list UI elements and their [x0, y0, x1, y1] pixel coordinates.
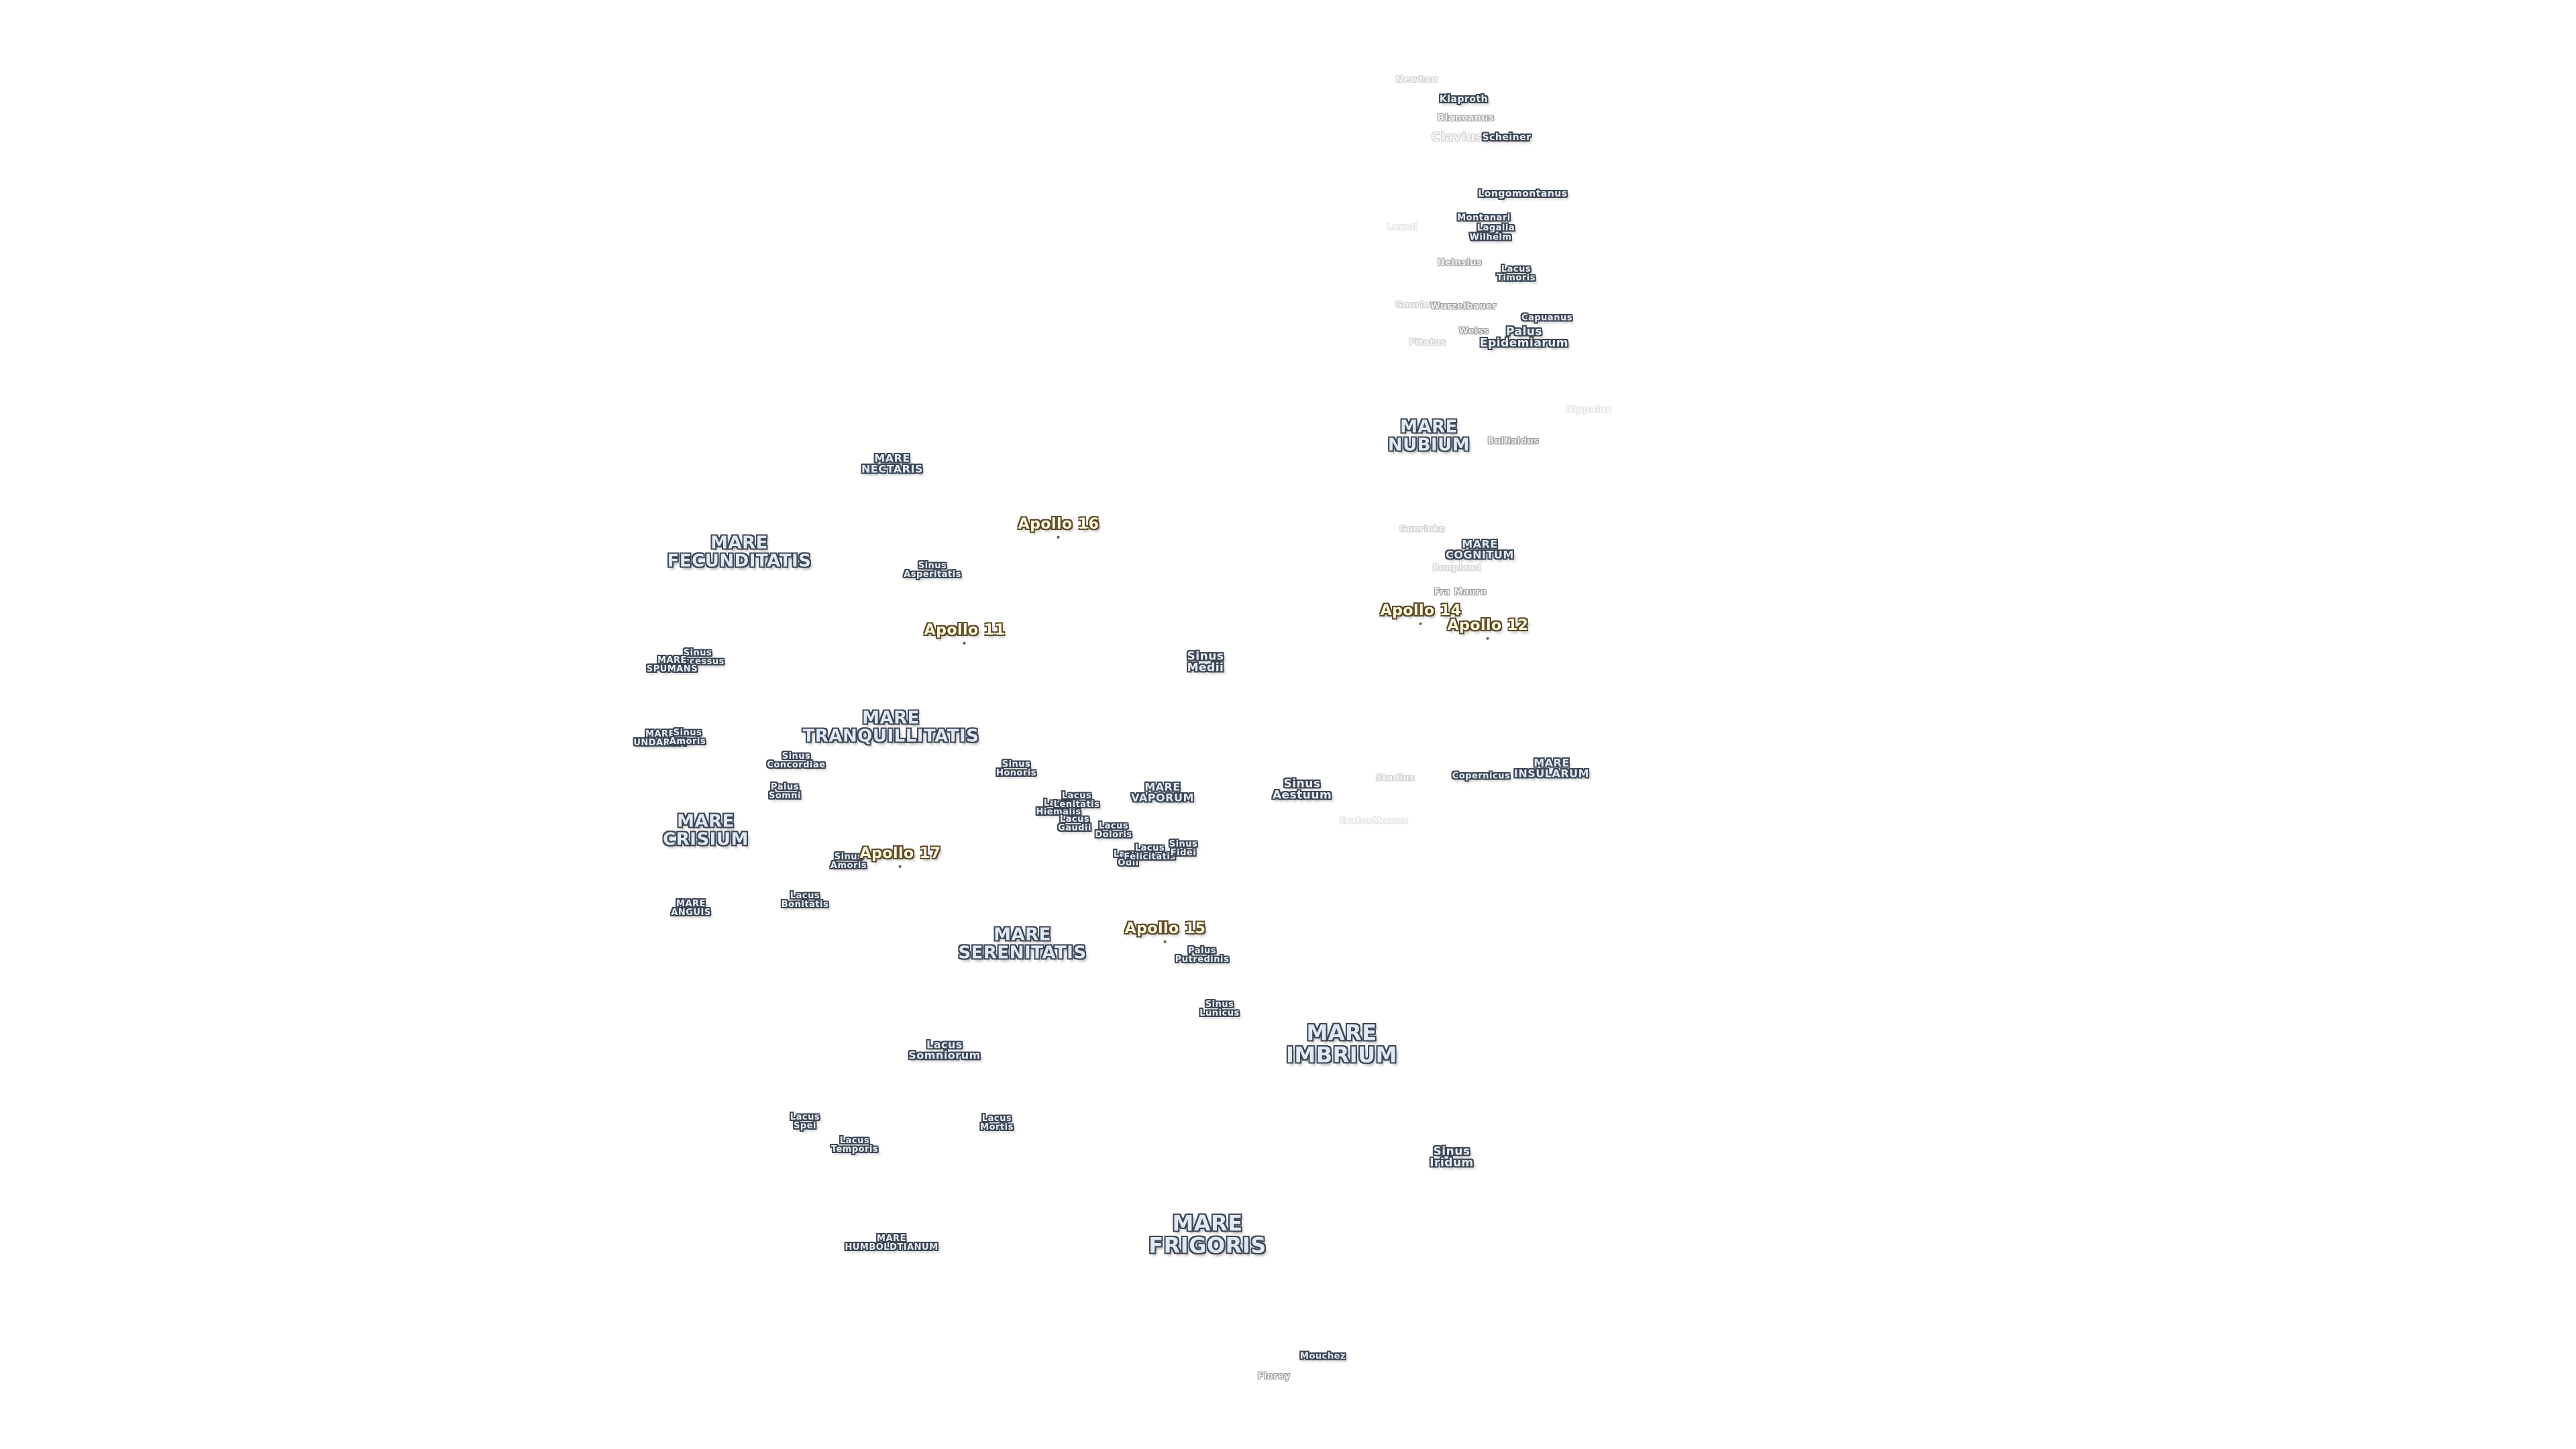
label-lacus-gaudii: Lacus Gaudii: [1058, 814, 1091, 833]
label-mare-anguis: MARE ANGUIS: [671, 898, 711, 918]
label-mare-vaporum: MARE VAPORUM: [1131, 780, 1194, 804]
label-wurzelbauer: Wurzelbauer: [1430, 301, 1497, 312]
label-hippalus: Hippalus: [1565, 405, 1612, 415]
label-sinus-medii: Sinus Medii: [1187, 649, 1224, 675]
label-mare-nectaris: MARE NECTARIS: [861, 451, 923, 476]
label-mare-nubium: MARE NUBIUM: [1387, 417, 1470, 455]
label-mare-fecunditatis: MARE FECUNDITATIS: [667, 533, 812, 571]
label-fra-mauro: Fra Mauro: [1434, 587, 1487, 598]
label-lacus-spei: Lacus Spei: [790, 1112, 820, 1131]
label-guericke: Guericke: [1399, 524, 1446, 535]
label-lacus-bonitatis: Lacus Bonitatis: [781, 890, 829, 910]
label-sinus-concordiae: Sinus Concordiae: [767, 751, 826, 770]
label-mare-serenitatis: MARE SERENITATIS: [958, 924, 1087, 963]
label-sinus-aestuum: Sinus Aestuum: [1272, 777, 1332, 802]
label-sinus-asperitatis: Sinus Asperitatis: [904, 560, 961, 580]
label-apollo-17: Apollo 17: [859, 845, 941, 869]
label-weiss: Weiss: [1458, 326, 1489, 337]
label-apollo-15: Apollo 15: [1124, 920, 1206, 944]
label-lacus-doloris: Lacus Doloris: [1095, 820, 1132, 840]
label-lacus-temporis: Lacus Temporis: [830, 1135, 879, 1155]
label-scheiner: Scheiner: [1482, 131, 1532, 143]
label-lacus-lenitatis: Lacus Lenitatis: [1053, 790, 1100, 810]
label-palus-epidemiarum: Palus Epidemiarum: [1479, 325, 1569, 350]
label-sinus-honoris: Sinus Honoris: [996, 759, 1037, 778]
label-florey: Florey: [1257, 1371, 1291, 1382]
label-pitatus: Pitatus: [1409, 337, 1446, 348]
label-apollo-16: Apollo 16: [1018, 515, 1099, 539]
label-apollo-11: Apollo 11: [924, 621, 1006, 645]
label-sinus-fidei: Sinus Fidei: [1169, 839, 1198, 858]
label-lacus-odii: Lacus Odii: [1113, 849, 1144, 868]
label-lexell: Lexell: [1386, 222, 1418, 233]
label-bonpland: Bonpland: [1432, 563, 1482, 574]
label-palus-putredinis: Palus Putredinis: [1175, 945, 1230, 965]
label-sinus-successus: Sinus Successus: [671, 647, 724, 667]
label-mare-tranquillitatis: MARE TRANQUILLITATIS: [802, 708, 979, 746]
label-newton: Newton: [1395, 74, 1438, 85]
label-lacus-mortis: Lacus Mortis: [980, 1113, 1014, 1132]
label-mare-undarum: MARE UNDARUM: [633, 729, 687, 748]
label-mare-humboldtianum: MARE HUMBOLDTIANUM: [845, 1233, 938, 1252]
label-wilhelm: Wilhelm: [1469, 232, 1512, 243]
label-lacus-timoris: Lacus Timoris: [1497, 264, 1536, 283]
label-klaproth: Klaproth: [1439, 93, 1489, 105]
label-clavius: Clavius: [1431, 129, 1483, 144]
label-mare-frigoris: MARE FRIGORIS: [1148, 1210, 1267, 1258]
label-apollo-14: Apollo 14: [1380, 602, 1462, 626]
label-lagalla: Lagalla: [1477, 223, 1515, 233]
label-longomontanus: Longomontanus: [1478, 188, 1568, 199]
label-blancanus: Blancanus: [1437, 112, 1495, 123]
label-mare-crisium: MARE CRISIUM: [663, 811, 749, 849]
label-mare-insularum: MARE INSULARUM: [1513, 756, 1590, 780]
label-bullialdus: Bullialdus: [1487, 436, 1540, 447]
label-sinus-iridum: Sinus Iridum: [1430, 1144, 1474, 1170]
label-eratosthenes: Eratosthenes: [1339, 816, 1409, 826]
label-apollo-12: Apollo 12: [1447, 616, 1529, 641]
label-mare-cognitum: MARE COGNITUM: [1446, 537, 1514, 561]
label-heinsius: Heinsius: [1437, 258, 1483, 268]
label-montanari: Montanari: [1457, 213, 1511, 223]
label-capuanus: Capuanus: [1521, 313, 1572, 323]
label-sinus-amoris: Sinus Amoris: [830, 851, 867, 871]
label-palus-somni: Palus Somni: [768, 782, 802, 801]
label-copernicus: Copernicus: [1452, 771, 1511, 782]
label-gauricus: Gauricus: [1395, 300, 1442, 311]
label-mare-spumans: MARE SPUMANS: [646, 655, 698, 674]
label-stadius: Stadius: [1375, 773, 1415, 784]
label-lacus-somniorum: Lacus Somniorum: [908, 1038, 981, 1062]
label-lacus-felicitatis: Lacus Felicitatis: [1124, 843, 1176, 862]
label-mouchez: Mouchez: [1300, 1351, 1346, 1362]
label-sinus-amoris-2: Sinus Amoris: [669, 727, 706, 747]
label-sinus-lunicus: Sinus Lunicus: [1199, 999, 1240, 1018]
label-lacus-hiemalis: Lacus Hiemalis: [1036, 798, 1081, 817]
label-mare-imbrium: MARE IMBRIUM: [1285, 1020, 1398, 1067]
